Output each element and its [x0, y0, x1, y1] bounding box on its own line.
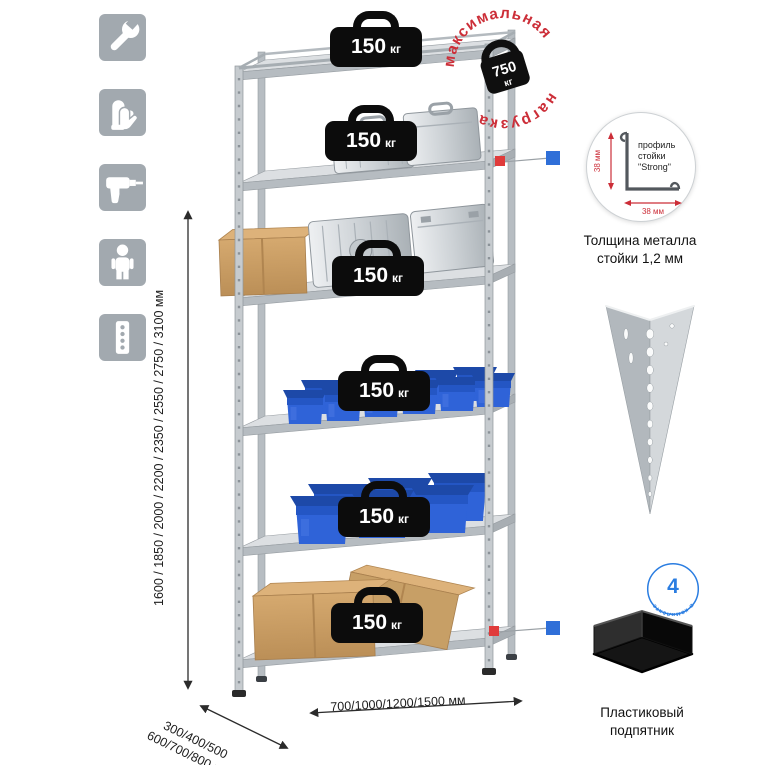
height-dimension-label: 1600 / 1850 / 2000 / 2200 / 2350 / 2550 …	[152, 289, 166, 606]
rack-back-left-post	[257, 51, 266, 679]
profile-caption-line2: стойки 1,2 мм	[596, 251, 684, 267]
rack-post-icon	[99, 314, 146, 361]
person-icon	[99, 239, 146, 286]
max-load-stamp: максимальная нагрузка 750 кг	[438, 2, 566, 134]
stamp-kettlebell-handle	[481, 39, 520, 65]
profile-label-line1: профиль	[638, 140, 676, 150]
depth-dimension-label: 300/400/500 600/700/800 мм	[144, 714, 239, 765]
quantity-badge-value: 4	[667, 575, 679, 598]
drill-icon	[99, 164, 146, 211]
stamp-unit: кг	[503, 76, 515, 89]
profile-caption-line1: Толщина металла	[583, 233, 697, 248]
profile-dim-horizontal: 38 мм	[642, 207, 664, 216]
plastic-foot-image	[592, 609, 694, 674]
perforated-post-image	[605, 305, 695, 515]
cardboard-box	[217, 226, 320, 297]
profile-label-line2: стойки	[638, 151, 666, 161]
quantity-badge: в комплекте 4	[646, 562, 700, 616]
svg-text:нагрузка: нагрузка	[470, 87, 566, 134]
foot-caption-line2: подпятник	[609, 723, 675, 739]
foot-caption-line1: Пластиковый	[600, 705, 684, 720]
profile-label-line3: "Strong"	[638, 162, 671, 172]
stamp-kettlebell	[480, 49, 530, 94]
wrench-icon	[99, 14, 146, 61]
foot-callout-blue-marker	[546, 621, 560, 635]
profile-shape	[625, 133, 679, 191]
glove-icon	[99, 89, 146, 136]
rack-feet	[232, 654, 517, 697]
profile-caption: Толщина металла стойки 1,2 мм	[555, 232, 725, 268]
stamp-value: 750	[491, 59, 519, 81]
post-profile-detail: 38 мм 38 мм профиль стойки "Strong"	[586, 112, 696, 222]
stamp-arc-bottom: нагрузка	[470, 87, 566, 134]
foot-caption: Пластиковый подпятник	[557, 704, 727, 740]
profile-callout-blue-marker	[546, 151, 560, 165]
profile-dim-vertical: 38 мм	[593, 150, 602, 172]
